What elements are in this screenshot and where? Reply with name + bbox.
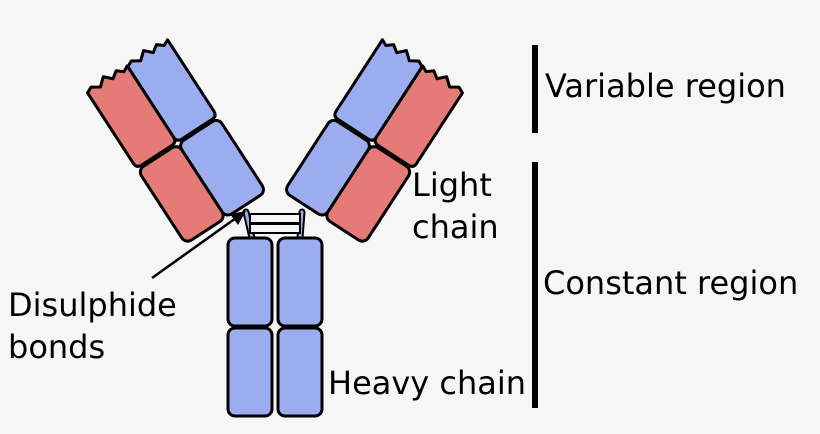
right-light-variable-domain [373, 64, 464, 168]
constant-region-bracket [532, 162, 538, 408]
heavy-chain-stem [226, 236, 324, 418]
light-chain-label-line2: chain [412, 208, 499, 246]
right-fab-arm [285, 38, 464, 243]
left-fab-arm [86, 38, 265, 243]
variable-region-bracket [532, 45, 538, 133]
heavy-constant-domain-right-lower [276, 326, 324, 418]
variable-region-label: Variable region [545, 67, 786, 105]
right-heavy-variable-domain [333, 38, 424, 142]
disulphide-label-line2: bonds [8, 328, 105, 366]
heavy-constant-domain-left-lower [226, 326, 274, 418]
hinge-region [242, 208, 306, 242]
disulphide-arrow [151, 211, 246, 280]
arrow-head-icon [230, 211, 246, 225]
disulphide-bond-top [249, 213, 301, 224]
left-light-variable-domain [86, 64, 177, 168]
right-light-constant-domain [325, 145, 412, 243]
heavy-chain-label: Heavy chain [328, 364, 526, 402]
disulphide-bond-bottom [249, 223, 301, 234]
disulphide-label-line1: Disulphide [8, 286, 177, 324]
constant-region-label: Constant region [543, 264, 798, 302]
heavy-constant-domain-left-upper [226, 236, 274, 328]
heavy-constant-domain-right-upper [276, 236, 324, 328]
left-light-constant-domain [138, 145, 225, 243]
light-chain-label-line1: Light [412, 166, 492, 204]
